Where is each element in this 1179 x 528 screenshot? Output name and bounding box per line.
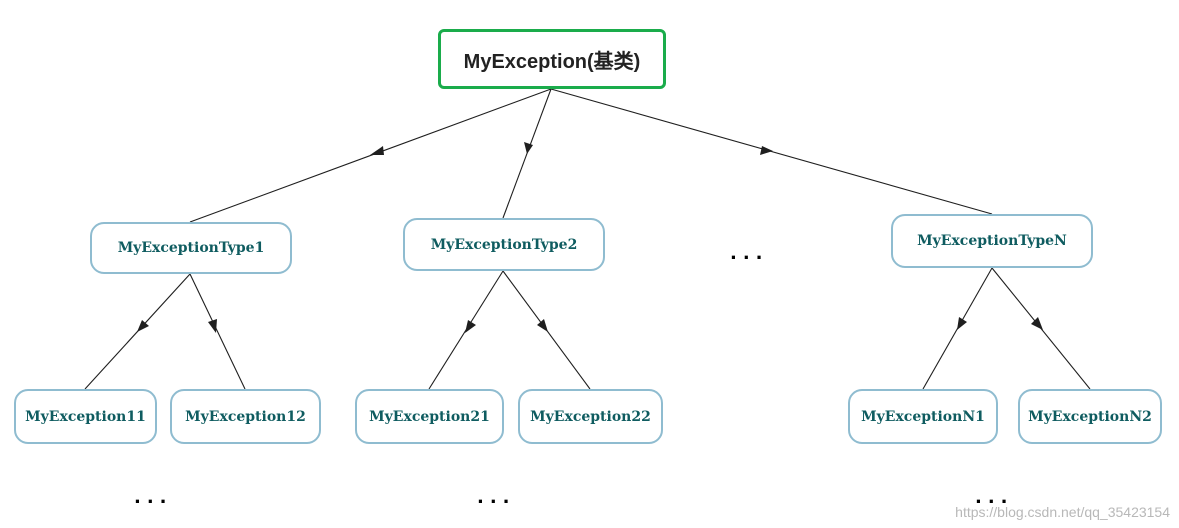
node-exception-type2: MyExceptionType2	[403, 218, 605, 271]
node-exception-N1: MyExceptionN1	[848, 389, 998, 444]
edge-typeN-to-childN1	[922, 267, 993, 390]
node-exception-11: MyException11	[14, 389, 157, 444]
edge-type1-to-child11	[84, 273, 191, 390]
edge-root-to-typeN	[550, 88, 993, 215]
node-exception-21-label: MyException21	[369, 408, 490, 425]
edge-type2-to-child22	[502, 270, 591, 390]
node-exception-type2-label: MyExceptionType2	[430, 236, 578, 253]
node-exception-N2: MyExceptionN2	[1018, 389, 1162, 444]
node-exception-12: MyException12	[170, 389, 321, 444]
edge-type1-to-child12	[189, 273, 246, 390]
node-exception-12-label: MyException12	[185, 408, 306, 425]
node-exception-11-label: MyException11	[25, 408, 146, 425]
node-exception-typeN: MyExceptionTypeN	[891, 214, 1093, 268]
node-exception-21: MyException21	[355, 389, 504, 444]
node-exception-N1-label: MyExceptionN1	[861, 408, 985, 425]
node-exception-22-label: MyException22	[530, 408, 651, 425]
edge-typeN-to-childN2	[991, 267, 1091, 390]
root-node-myexception: MyException(基类)	[438, 29, 666, 89]
edge-type2-to-child21	[428, 270, 504, 390]
edge-root-to-type1	[189, 88, 552, 223]
node-exception-N2-label: MyExceptionN2	[1028, 408, 1152, 425]
node-exception-type1-label: MyExceptionType1	[117, 240, 265, 256]
root-node-label: MyException(基类)	[463, 50, 641, 73]
edge-root-to-type2	[502, 88, 552, 219]
node-exception-type1: MyExceptionType1	[90, 222, 292, 274]
ellipsis-middle-types: ...	[730, 243, 769, 264]
watermark-text: https://blog.csdn.net/qq_35423154	[955, 504, 1170, 520]
ellipsis-bottom-3: ...	[975, 487, 1014, 508]
node-exception-typeN-label: MyExceptionTypeN	[917, 233, 1067, 249]
node-exception-22: MyException22	[518, 389, 663, 444]
ellipsis-bottom-1: ...	[134, 487, 173, 508]
ellipsis-bottom-2: ...	[477, 487, 516, 508]
